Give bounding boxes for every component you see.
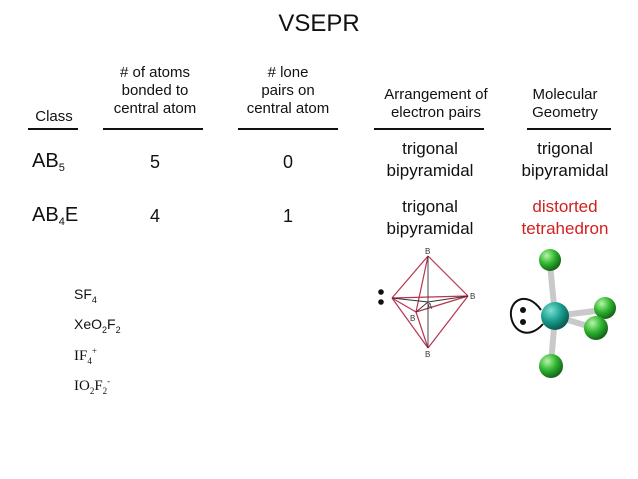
seesaw-molecule-model xyxy=(509,249,616,378)
vertex-label-front: B xyxy=(410,314,415,323)
central-atom xyxy=(541,302,569,330)
lone-pair-dots xyxy=(378,289,384,305)
ligand-atom-right xyxy=(594,297,616,319)
ligand-atom-top xyxy=(539,249,561,271)
row1-lone: 0 xyxy=(282,152,293,172)
row1-class: AB5 xyxy=(32,150,65,174)
example-io2f2: IO2F2- xyxy=(74,376,111,396)
row2-class: AB4E xyxy=(32,204,79,228)
lone-pair-lobe xyxy=(509,297,544,334)
trigonal-bipyramid-diagram: B B B B A xyxy=(378,247,475,359)
vertex-label-right: B xyxy=(470,292,475,301)
ligand-atom-front xyxy=(584,316,608,340)
center-label: A xyxy=(427,302,433,311)
vertex-label-top: B xyxy=(425,247,430,256)
header-geometry-rule xyxy=(527,128,611,130)
ligand-atom-bottom xyxy=(539,354,563,378)
header-class: Class xyxy=(35,108,73,125)
row1-atoms: 5 xyxy=(149,152,160,172)
header-arrangement-rule xyxy=(374,128,484,130)
header-atoms-rule xyxy=(103,128,203,130)
header-lone-rule xyxy=(238,128,338,130)
page-title: VSEPR xyxy=(278,10,360,37)
example-sf4: SF4 xyxy=(74,286,97,305)
header-class-rule xyxy=(28,128,78,130)
example-xeo2f2: XeO2F2 xyxy=(74,316,121,335)
example-if4: IF4+ xyxy=(74,346,97,366)
row2-atoms: 4 xyxy=(149,206,160,226)
row2-lone: 1 xyxy=(282,206,293,226)
vertex-label-bottom: B xyxy=(425,350,430,359)
